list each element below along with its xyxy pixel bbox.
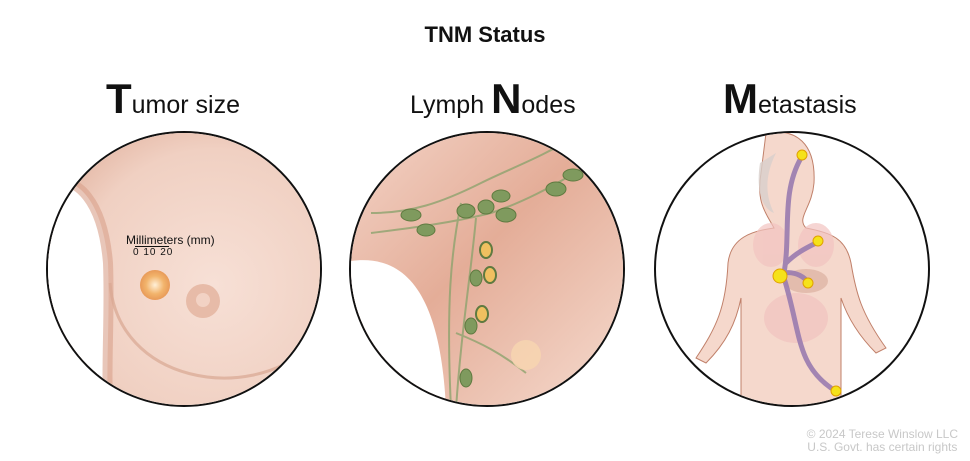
- label-rest: odes: [521, 91, 576, 119]
- panel-label-lymph-nodes: Lymph Nodes: [410, 78, 576, 120]
- copyright-notice: © 2024 Terese Winslow LLC U.S. Govt. has…: [807, 428, 958, 454]
- label-initial: T: [106, 75, 132, 122]
- metastasis-illustration: [654, 131, 930, 407]
- breast-illustration: [48, 133, 320, 405]
- primary-tumor: [511, 340, 541, 370]
- label-rest: umor size: [131, 91, 241, 119]
- label-initial: N: [491, 75, 522, 122]
- scale-bar: [135, 246, 169, 249]
- tumor: [140, 270, 170, 300]
- panel-label-tumor-size: Tumor size: [106, 78, 240, 120]
- scale-label: Millimeters (mm): [126, 233, 215, 247]
- label-prefix: Lymph: [410, 91, 492, 119]
- label-initial: M: [723, 75, 758, 122]
- panel-label-metastasis: Metastasis: [723, 78, 857, 120]
- axilla-illustration: [351, 133, 623, 405]
- body-illustration: [695, 133, 887, 405]
- diagram-title: TNM Status: [424, 22, 546, 47]
- tumor-size-illustration: [46, 131, 322, 407]
- copyright-line1: © 2024 Terese Winslow LLC: [806, 427, 958, 441]
- metastasis-sites: [772, 149, 842, 397]
- copyright-line2: U.S. Govt. has certain rights: [807, 440, 958, 454]
- scale-ticks: 0 10 20: [133, 247, 174, 258]
- lymph-nodes-illustration: [349, 131, 625, 407]
- label-rest: etastasis: [758, 91, 857, 119]
